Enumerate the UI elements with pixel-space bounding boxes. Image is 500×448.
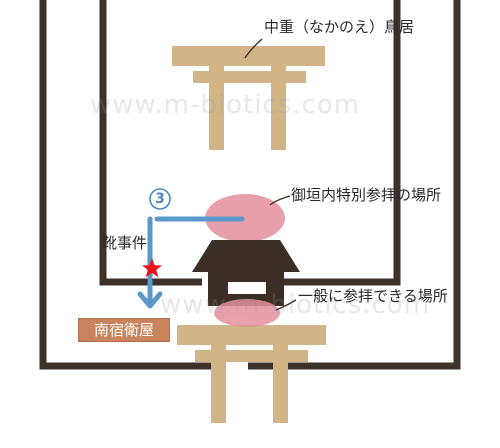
leader-lines: [244, 38, 297, 311]
label-naka-torii: 中重（なかのえ）鳥居: [264, 18, 415, 36]
arrow-down-icon: [137, 291, 163, 309]
label-special-worship: 御垣内特別参拝の場所: [291, 186, 442, 204]
route-path: [147, 216, 245, 305]
step-number-badge: 3: [148, 187, 172, 211]
lower-torii: [177, 325, 326, 423]
general-worship-area: [214, 299, 280, 327]
circle-icon: [149, 188, 171, 210]
south-guard-station: 南宿衛屋: [78, 318, 170, 342]
label-incident: 靴事件: [102, 234, 148, 252]
outer-fence: [39, 0, 461, 370]
star-icon: [142, 258, 162, 278]
label-general-worship: 一般に参拝できる場所: [298, 287, 448, 305]
step-number: 3: [155, 191, 165, 207]
inner-fence: [99, 0, 401, 286]
watermark-top: www.m-biotics.com: [90, 90, 361, 120]
special-worship-area: [205, 194, 285, 242]
naka-torii: [172, 46, 325, 150]
watermark-bottom: www.m-biotics.com: [160, 290, 431, 320]
